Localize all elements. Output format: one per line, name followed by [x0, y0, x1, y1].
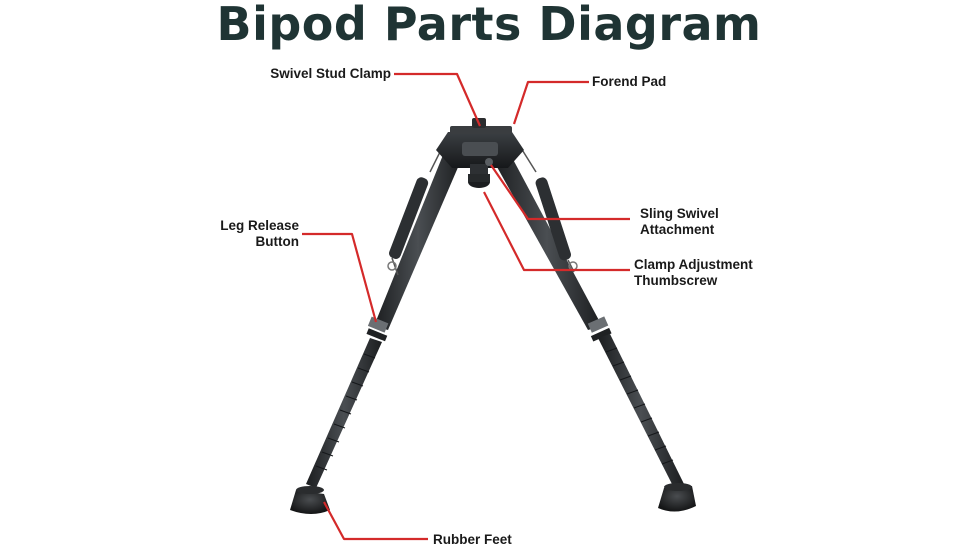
leader-forend-pad	[512, 80, 589, 125]
right-upper-tube	[492, 150, 602, 330]
leader-rubber-feet	[323, 501, 428, 541]
right-leg	[492, 139, 696, 512]
leader-sling-swivel	[490, 164, 630, 221]
label-sling-swivel-attachment: Sling Swivel Attachment	[640, 206, 719, 237]
left-rubber-foot	[290, 486, 330, 514]
clamp-thumbscrew	[468, 164, 490, 188]
diagram-title: Bipod Parts Diagram	[216, 0, 762, 51]
label-forend-pad: Forend Pad	[592, 74, 667, 89]
label-swivel-stud-clamp: Swivel Stud Clamp	[270, 66, 391, 81]
right-rubber-foot	[658, 483, 696, 512]
left-leg-release-collar	[367, 316, 389, 333]
leader-lines	[302, 72, 630, 541]
leader-swivel-stud-clamp	[394, 72, 482, 127]
left-upper-tube	[374, 150, 462, 330]
right-leg-release-collar	[587, 316, 609, 333]
bipod-head	[436, 118, 524, 188]
forend-pad	[450, 126, 512, 134]
right-lower-tube	[598, 334, 684, 488]
leader-clamp-adjustment	[483, 191, 630, 272]
label-leg-release-button: Leg Release Button	[220, 218, 299, 249]
sling-swivel-stud	[485, 158, 493, 166]
leader-leg-release-button	[302, 232, 378, 323]
label-rubber-feet: Rubber Feet	[433, 532, 512, 547]
left-leg	[290, 139, 462, 514]
left-lower-tube	[306, 338, 382, 488]
label-clamp-adjustment-thumbscrew: Clamp Adjustment Thumbscrew	[634, 257, 753, 288]
